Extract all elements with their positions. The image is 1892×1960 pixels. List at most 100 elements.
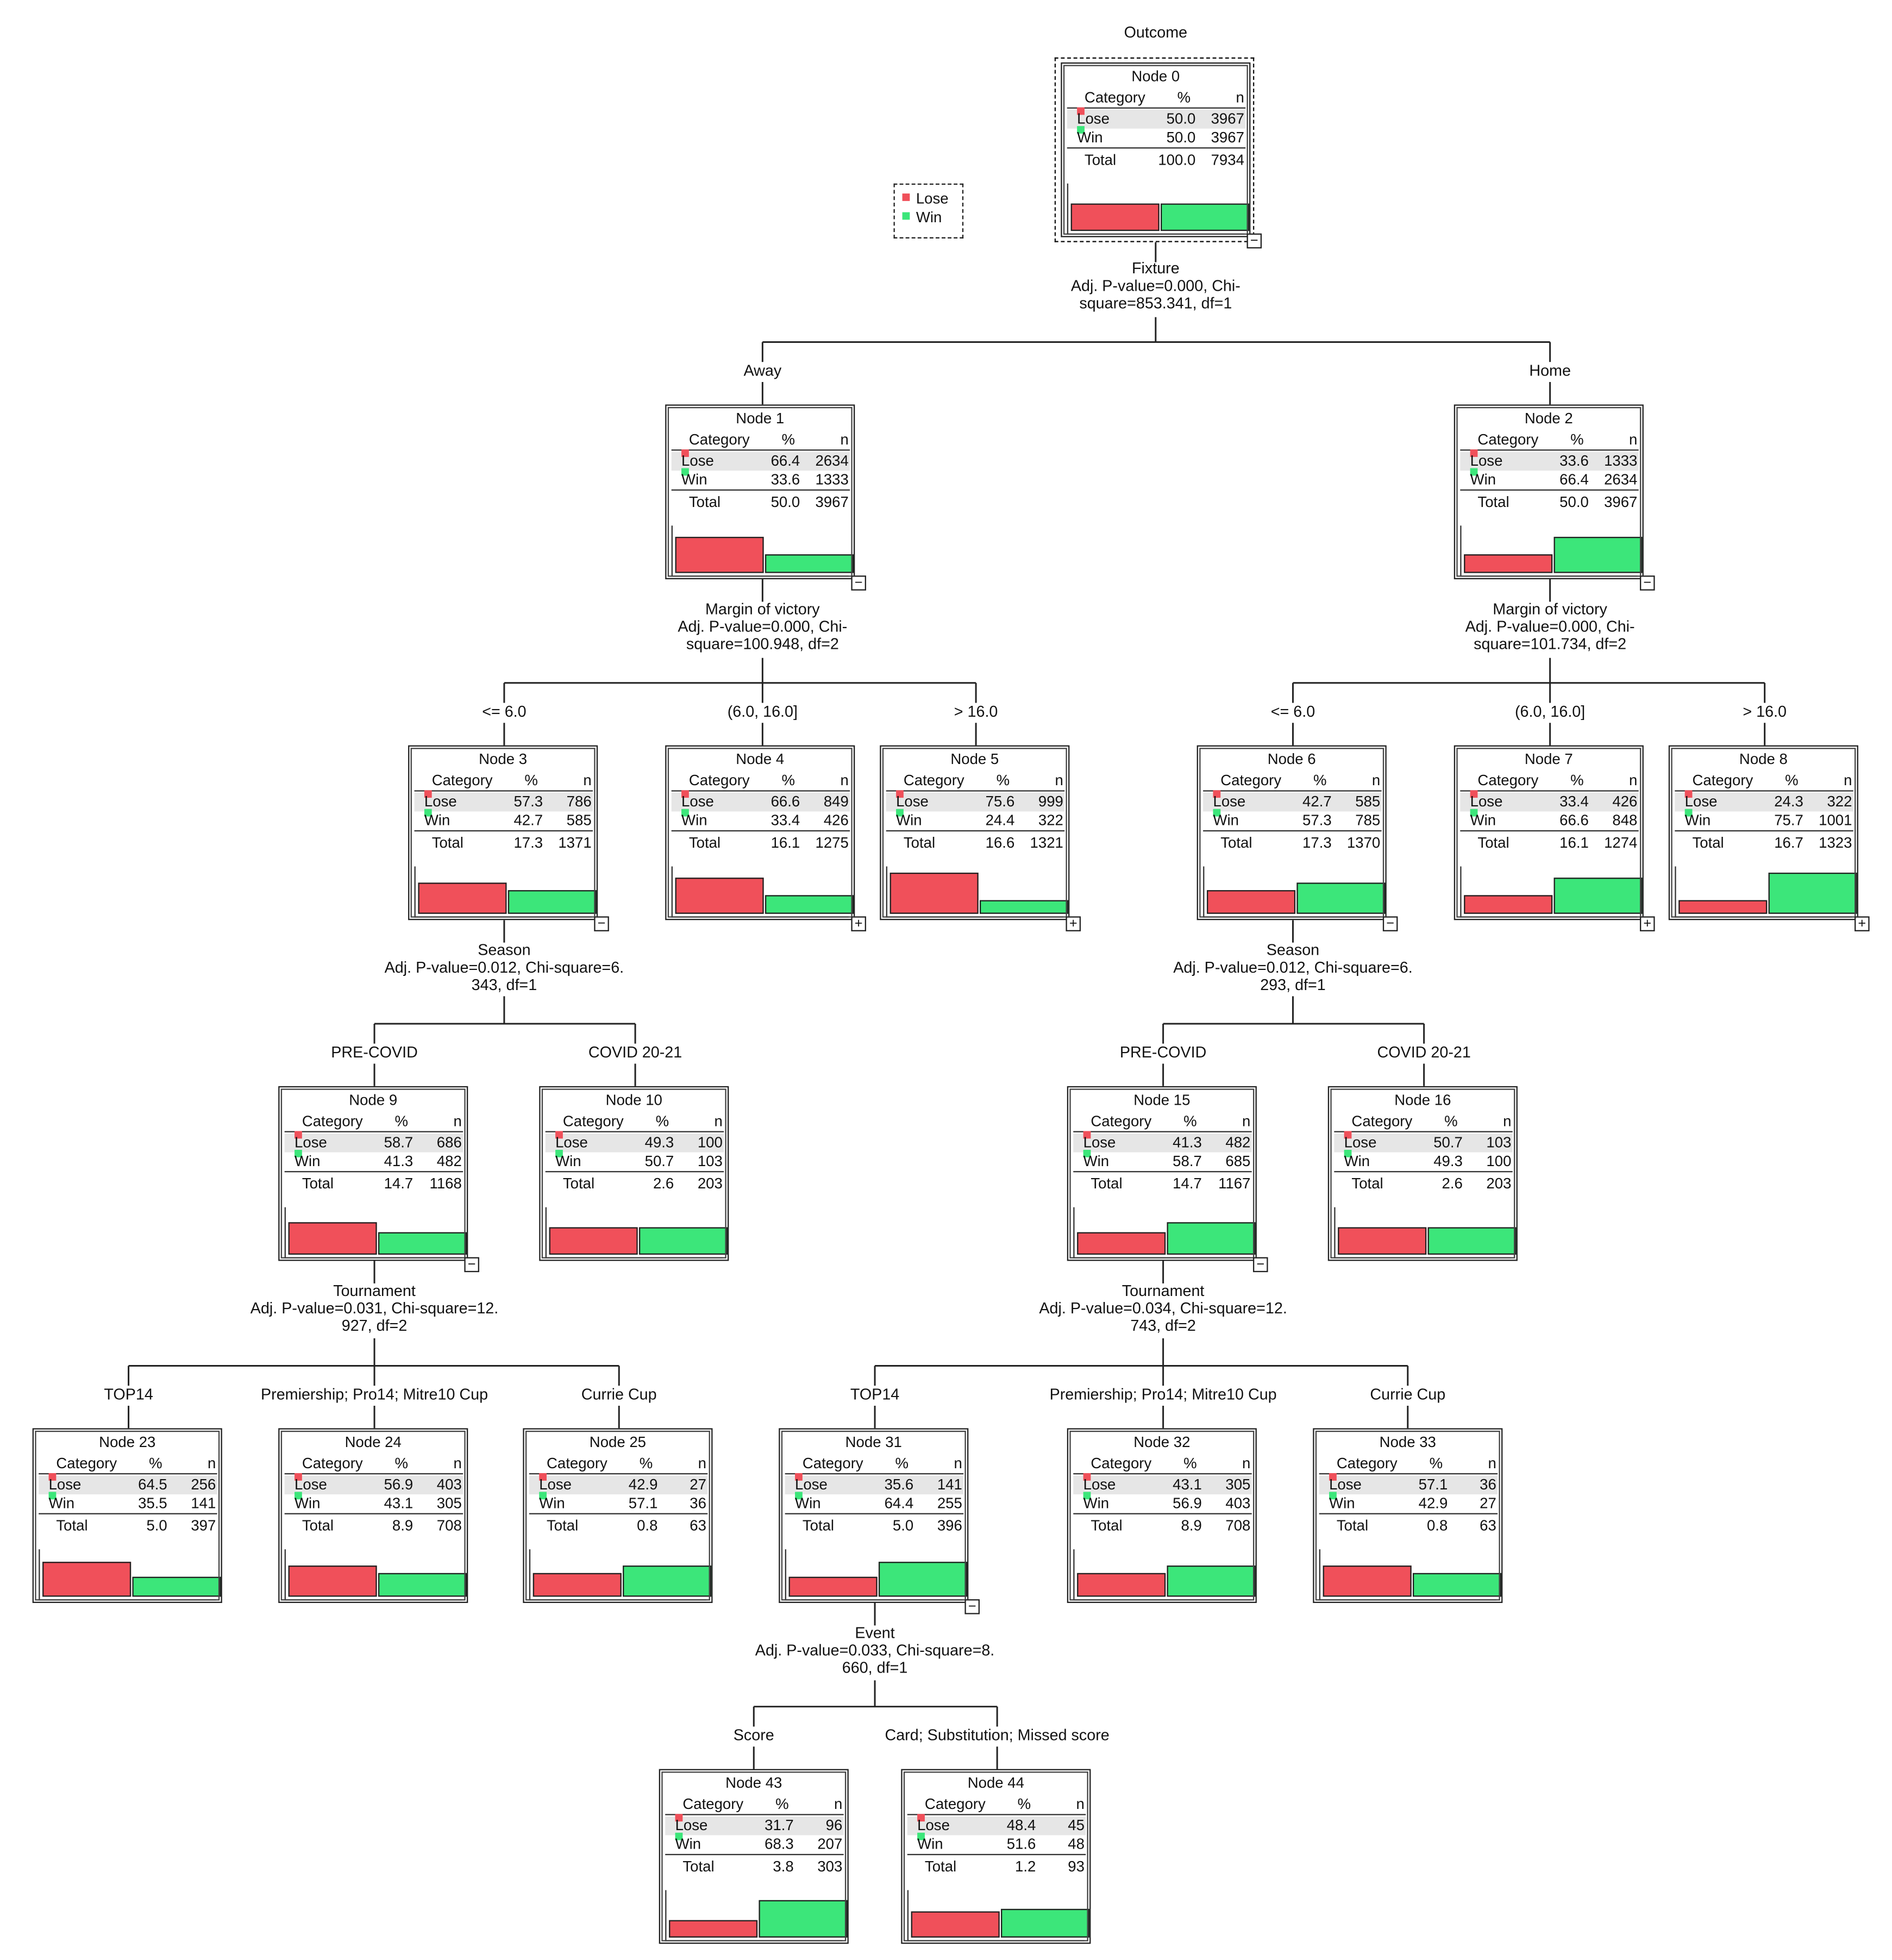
collapse-node-button[interactable]: − [851, 575, 866, 591]
total-pct: 100.0 [1158, 151, 1196, 169]
node-bar-chart [1067, 183, 1250, 235]
edge-away: Away [743, 362, 782, 380]
lose-swatch [1213, 790, 1221, 798]
edge-node33: Currie Cup [1370, 1386, 1446, 1404]
edge-node25: Currie Cup [581, 1386, 657, 1404]
collapse-node-button[interactable]: − [964, 1599, 980, 1614]
header-n: n [1371, 771, 1381, 790]
total-pct: 14.7 [1173, 1174, 1202, 1193]
lose-swatch [681, 449, 689, 457]
win-pct: 33.4 [770, 811, 800, 829]
header-pct: % [394, 1112, 409, 1130]
lose-pct: 24.3 [1774, 792, 1803, 811]
collapse-node-button[interactable]: − [594, 916, 609, 931]
header-n: n [954, 1454, 962, 1472]
collapse-node-button[interactable]: − [464, 1257, 479, 1273]
total-n: 1370 [1346, 834, 1381, 851]
node-table-header: Category%n [39, 1455, 217, 1475]
expand-node-button[interactable]: + [1855, 916, 1870, 931]
collapse-node-button[interactable]: − [1382, 916, 1398, 931]
win-swatch [1077, 126, 1085, 134]
total-pct: 0.8 [1426, 1517, 1448, 1535]
header-category: Category [302, 1454, 363, 1472]
collapse-node-button[interactable]: − [1639, 575, 1655, 591]
lose-n: 403 [436, 1475, 462, 1493]
lose-swatch [539, 1473, 547, 1481]
lose-bar [1070, 203, 1160, 231]
expand-node-button[interactable]: + [1066, 916, 1081, 931]
win-swatch [917, 1832, 925, 1840]
edge-node44: Card; Substitution; Missed score [885, 1726, 1110, 1744]
win-pct: 49.3 [1433, 1152, 1463, 1170]
collapse-node-button[interactable]: − [1252, 1257, 1268, 1273]
win-pct: 41.3 [384, 1152, 414, 1170]
lose-pct: 57.1 [1418, 1475, 1448, 1493]
lose-swatch [1077, 107, 1085, 115]
win-bar [765, 896, 854, 914]
expand-node-button[interactable]: + [1639, 916, 1655, 931]
lose-n: 849 [823, 792, 849, 811]
win-n: 141 [191, 1494, 216, 1512]
header-n: n [840, 771, 849, 790]
node-title: Node 6 [1267, 750, 1316, 768]
expand-node-button[interactable]: + [851, 916, 866, 931]
total-pct: 17.3 [1302, 834, 1332, 851]
node-title: Node 44 [967, 1774, 1024, 1792]
node-table-header: Category%n [284, 1454, 463, 1475]
lose-pct: 31.7 [765, 1816, 794, 1834]
win-swatch [1329, 1492, 1337, 1500]
win-bar [378, 1573, 467, 1597]
collapse-node-button[interactable]: − [1246, 233, 1262, 249]
win-bar [1296, 882, 1386, 914]
total-pct: 1.2 [1015, 1857, 1036, 1875]
lose-bar [1678, 900, 1768, 914]
total-pct: 16.1 [770, 834, 800, 851]
win-pct: 35.5 [138, 1494, 167, 1512]
total-n: 203 [1486, 1174, 1512, 1193]
total-label: Total [1091, 1517, 1123, 1535]
win-swatch [48, 1492, 57, 1500]
header-pct: % [639, 1454, 653, 1472]
node-bar-chart [545, 1207, 728, 1258]
lose-bar [669, 1920, 758, 1938]
lose-swatch [1329, 1473, 1337, 1481]
win-n: 848 [1612, 811, 1638, 829]
